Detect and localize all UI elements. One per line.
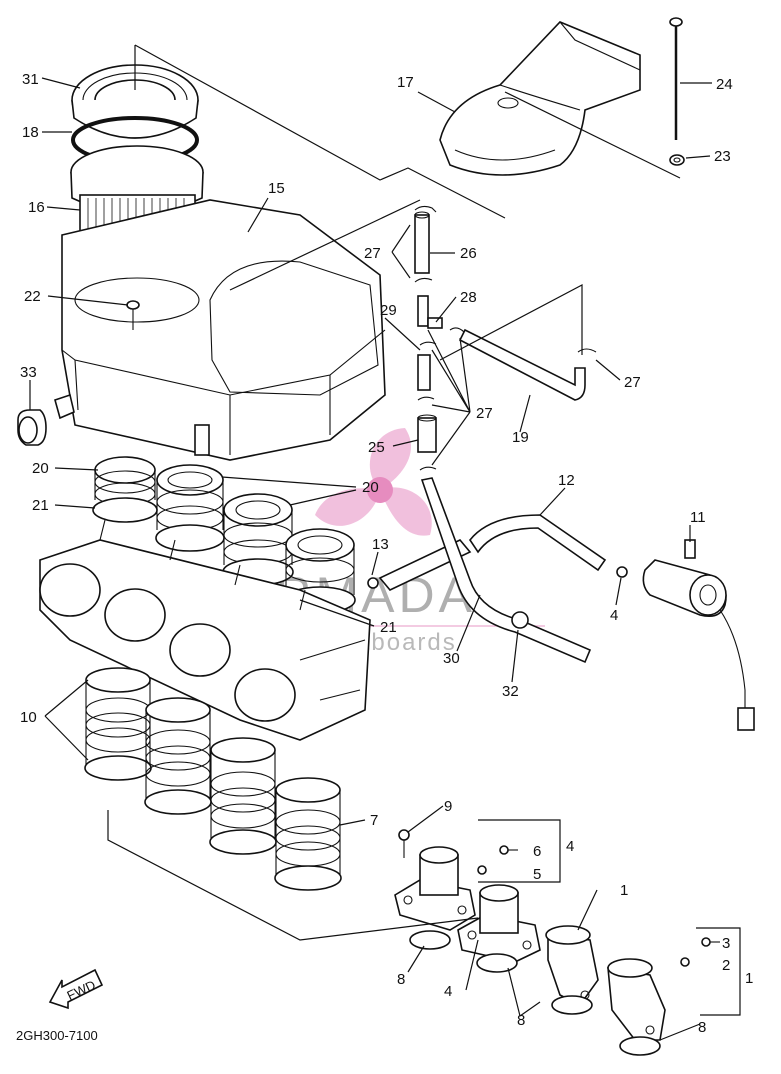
- callout-16: 16: [28, 199, 45, 216]
- callout-4: 4: [566, 838, 574, 855]
- manifold-screws: [398, 829, 720, 967]
- callout-6: 6: [533, 843, 541, 860]
- breather-hose: [414, 211, 430, 274]
- callout-21: 21: [380, 619, 397, 636]
- callout-1: 1: [620, 882, 628, 899]
- callout-3: 3: [722, 935, 730, 952]
- callout-15: 15: [268, 180, 285, 197]
- callout-19: 19: [512, 429, 529, 446]
- forward-arrow-icon: FWD: [48, 968, 104, 1010]
- hose-clamp: [367, 577, 529, 629]
- callout-pointers: [29, 77, 712, 1041]
- rubber-cap: [17, 409, 47, 446]
- callout-7: 7: [370, 812, 378, 829]
- callout-8: 8: [698, 1019, 706, 1036]
- callout-8: 8: [517, 1012, 525, 1029]
- callout-labels: 31 18 16 15 22 33 20 21 20 21 10 7 17 24…: [20, 71, 753, 1036]
- callout-20: 20: [32, 460, 49, 477]
- callout-21: 21: [32, 497, 49, 514]
- callout-12: 12: [558, 472, 575, 489]
- callout-22: 22: [24, 288, 41, 305]
- filter-cap: [71, 64, 199, 139]
- carburetor-assembly: [39, 519, 371, 741]
- air-box: [54, 199, 386, 461]
- washer-nut: [669, 154, 685, 166]
- propeller-icon: [315, 428, 432, 536]
- callout-28: 28: [460, 289, 477, 306]
- callout-1: 1: [745, 970, 753, 987]
- callout-10: 10: [20, 709, 37, 726]
- fuel-filter: [642, 539, 755, 731]
- callout-8: 8: [397, 971, 405, 988]
- clip: [616, 566, 628, 578]
- callout-4: 4: [444, 983, 452, 1000]
- breather-pipe: [417, 414, 437, 453]
- callout-13: 13: [372, 536, 389, 553]
- callout-33: 33: [20, 364, 37, 381]
- callout-27: 27: [476, 405, 493, 422]
- callout-20: 20: [362, 479, 379, 496]
- callout-11: 11: [690, 509, 706, 526]
- callout-31: 31: [22, 71, 39, 88]
- callout-4: 4: [610, 607, 618, 624]
- callout-26: 26: [460, 245, 477, 262]
- callout-23: 23: [714, 148, 731, 165]
- manifold: [545, 925, 599, 1007]
- callout-32: 32: [502, 683, 519, 700]
- carburetor-joints: [84, 667, 342, 891]
- manifold: [607, 958, 666, 1041]
- intake-duct: [439, 21, 641, 176]
- manifold: [457, 884, 541, 963]
- hose-clips: [414, 205, 597, 471]
- callout-18: 18: [22, 124, 39, 141]
- manifold-gaskets: [409, 930, 661, 1056]
- callout-5: 5: [533, 866, 541, 883]
- breather-hose-long: [458, 328, 586, 401]
- callout-24: 24: [716, 76, 733, 93]
- leader-lines: [107, 44, 741, 1016]
- callout-25: 25: [368, 439, 385, 456]
- callout-27: 27: [364, 245, 381, 262]
- fwd-label: FWD: [65, 977, 98, 1003]
- callout-27: 27: [624, 374, 641, 391]
- callout-2: 2: [722, 957, 730, 974]
- callout-30: 30: [443, 650, 460, 667]
- drawing-code: 2GH300-7100: [16, 1028, 98, 1043]
- long-bolt: [669, 17, 683, 140]
- breather-joint: [417, 295, 443, 391]
- callout-17: 17: [397, 74, 414, 91]
- callout-9: 9: [444, 798, 452, 815]
- callout-29: 29: [380, 302, 397, 319]
- manifold: [394, 846, 476, 931]
- fuel-hose-lower: [420, 477, 592, 664]
